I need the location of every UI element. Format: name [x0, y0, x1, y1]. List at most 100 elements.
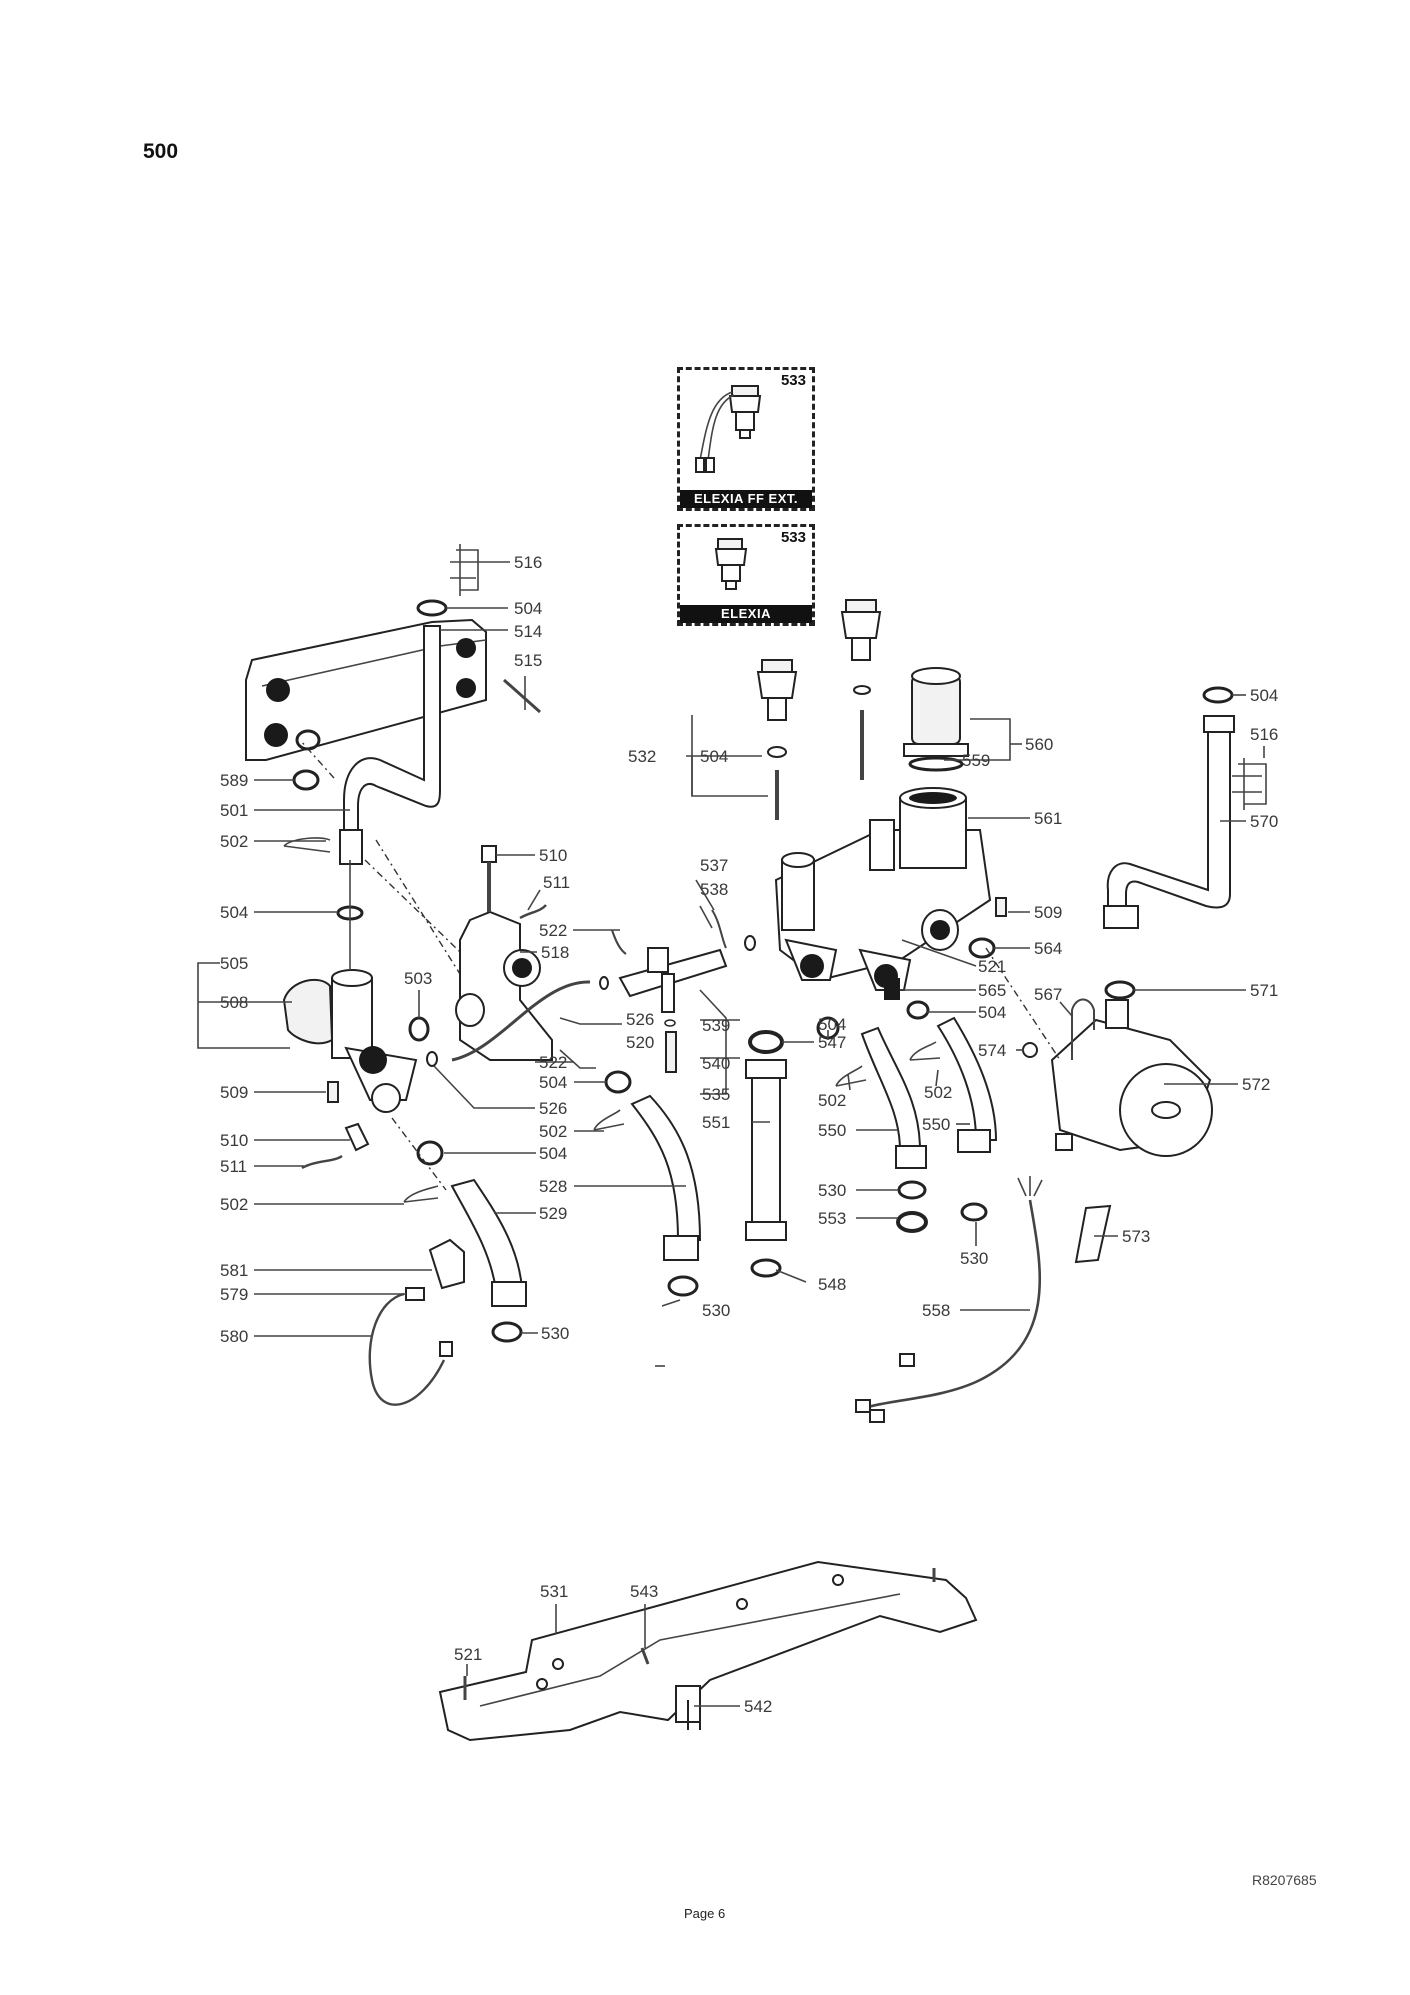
valve-insert-540 [665, 1031, 677, 1073]
callout: 570 [1250, 812, 1278, 831]
washer-530 [897, 1180, 927, 1200]
clip-502 [403, 1185, 439, 1203]
callout: 509 [220, 1083, 248, 1102]
diverter-valve-505 [282, 969, 418, 1113]
sensor-510 [481, 845, 497, 863]
callout: 508 [220, 993, 248, 1012]
washer-503 [408, 1016, 430, 1042]
callout: 510 [220, 1131, 248, 1150]
callout: 551 [702, 1113, 730, 1132]
callout: 521 [978, 957, 1006, 976]
inset-variant-label: ELEXIA FF EXT. [680, 490, 812, 508]
callout: 550 [818, 1121, 846, 1140]
callout: 540 [702, 1054, 730, 1073]
inset-elexia-ff-ext: 533 ELEXIA FF EXT. [677, 367, 815, 511]
callout: 526 [539, 1099, 567, 1118]
o-ring-504 [416, 599, 448, 617]
pipe-570 [1106, 719, 1231, 913]
clip-502 [283, 837, 331, 853]
callout: 504 [700, 747, 728, 766]
callout: 530 [702, 1301, 730, 1320]
o-ring-504 [1202, 686, 1234, 704]
seal-559 [908, 756, 964, 772]
inset-elexia: 533 ELEXIA [677, 524, 815, 626]
callout: 502 [220, 1195, 248, 1214]
screw-543 [640, 1647, 650, 1665]
callout: 571 [1250, 981, 1278, 1000]
o-ring-504 [906, 1000, 930, 1020]
callout: 531 [540, 1582, 568, 1601]
callout: 535 [702, 1085, 730, 1104]
capillary-520 [451, 980, 591, 1062]
clip-502 [835, 1065, 867, 1087]
valve-body-518 [455, 910, 553, 1061]
callout: 543 [630, 1582, 658, 1601]
wire-567 [1071, 998, 1095, 1060]
callout: 539 [702, 1016, 730, 1035]
callout: 559 [962, 751, 990, 770]
o-ring-526 [599, 976, 609, 990]
callout: 560 [1025, 735, 1053, 754]
spring-565 [884, 978, 900, 1000]
callout: 580 [220, 1327, 248, 1346]
plug-509 [327, 1081, 339, 1103]
pipe-528 [630, 1094, 702, 1241]
callout: 529 [539, 1204, 567, 1223]
heat-exchanger-514 [245, 618, 487, 761]
leader-lines [197, 561, 1265, 1707]
callout: 518 [541, 943, 569, 962]
callout: 520 [626, 1033, 654, 1052]
cylinder-561 [899, 787, 967, 869]
capacitor-573 [1074, 1204, 1112, 1264]
plug-574 [1022, 1042, 1038, 1058]
bracket-581 [428, 1238, 465, 1290]
callout: 502 [220, 832, 248, 851]
section-title: 500 [143, 140, 179, 163]
bolt-515 [503, 678, 541, 714]
callout: 504 [1250, 686, 1278, 705]
pipe-550 [936, 1016, 998, 1141]
callout: 530 [541, 1324, 569, 1343]
bracket-542 [675, 1685, 701, 1730]
inset-part-number: 533 [780, 529, 806, 546]
page-number: Page 6 [684, 1906, 726, 1921]
callout: 561 [1034, 809, 1062, 828]
callout: 558 [922, 1301, 950, 1320]
callout: 511 [543, 873, 570, 892]
clip-502 [593, 1109, 625, 1131]
callout: 521 [454, 1645, 482, 1664]
callout: 516 [1250, 725, 1278, 744]
sensor-533-upper [840, 599, 882, 780]
clip-522 [611, 929, 627, 955]
callout: 504 [818, 1015, 846, 1034]
callout: 528 [539, 1177, 567, 1196]
callout: 514 [514, 622, 542, 641]
callout: 537 [700, 856, 728, 875]
clip-579 [405, 1287, 425, 1301]
pipe-550 [860, 1026, 922, 1151]
o-ring-504 [604, 1070, 632, 1094]
air-vent-560 [903, 667, 969, 772]
drawing-reference: R8207685 [1252, 1872, 1317, 1888]
callout: 532 [628, 747, 656, 766]
callout: 510 [539, 846, 567, 865]
callout: 553 [818, 1209, 846, 1228]
callout: 504 [978, 1003, 1006, 1022]
callout: 567 [1034, 985, 1062, 1004]
o-ring-538 [744, 935, 756, 951]
callout: 511 [220, 1157, 247, 1176]
callout: 522 [539, 1053, 567, 1072]
retaining-clip-516 [450, 544, 479, 596]
callout: 516 [514, 553, 542, 572]
callout: 515 [514, 651, 542, 670]
callout-labels: 516 504 514 515 589 501 502 510 511 504 … [220, 553, 1278, 1716]
washer-548 [750, 1258, 782, 1278]
gasket-589 [292, 769, 320, 791]
callout: 573 [1122, 1227, 1150, 1246]
clip-537 [711, 909, 727, 949]
callout: 504 [539, 1144, 567, 1163]
callout: 504 [220, 903, 248, 922]
callout: 505 [220, 954, 248, 973]
callout: 502 [539, 1122, 567, 1141]
